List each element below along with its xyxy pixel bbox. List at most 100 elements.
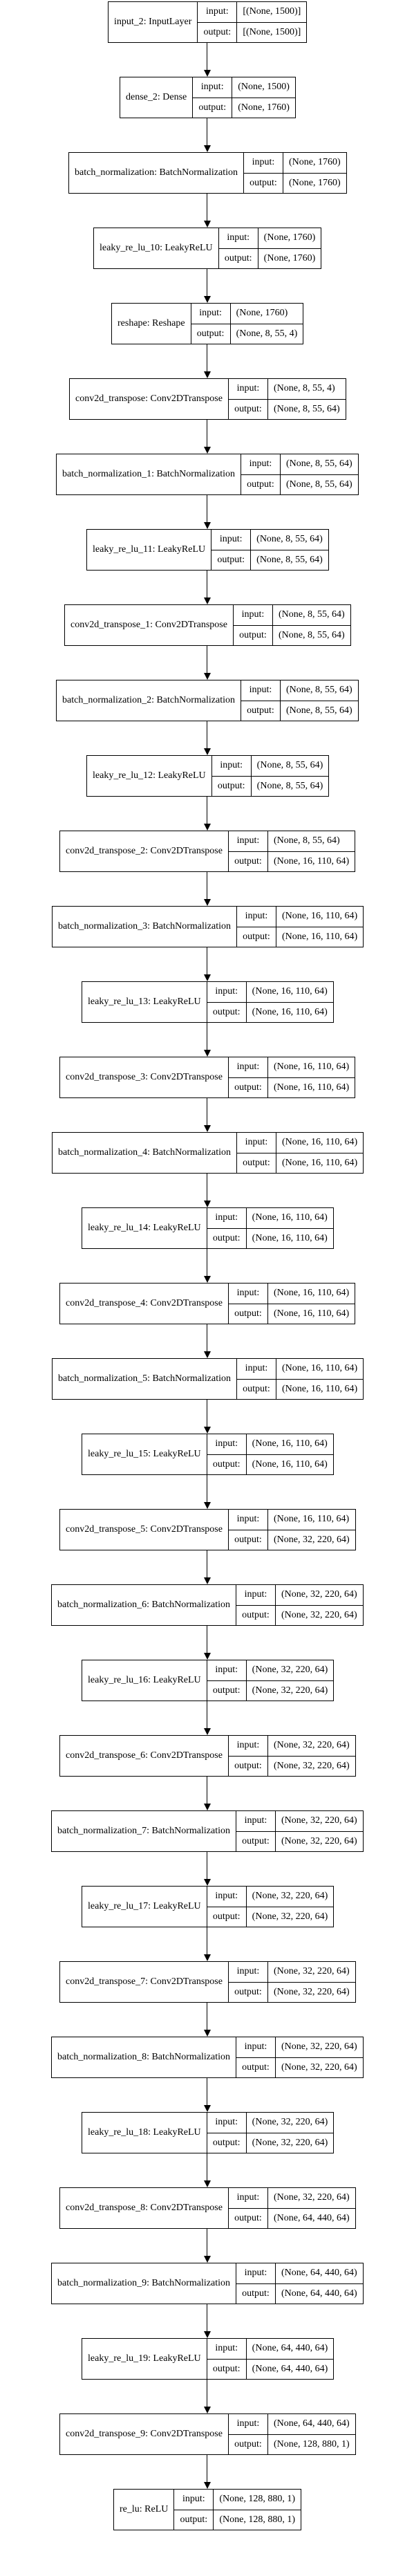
output-shape: (None, 32, 220, 64) <box>273 1534 350 1545</box>
input-row: input:(None, 8, 55, 64) <box>229 831 355 851</box>
arrowhead-icon <box>204 1201 211 1207</box>
input-label: input: <box>198 2 238 22</box>
output-shape: (None, 64, 440, 64) <box>281 2288 357 2299</box>
layer-io-table: input:(None, 64, 440, 64)output:(None, 6… <box>236 2263 363 2304</box>
input-row: input:(None, 8, 55, 64) <box>241 454 358 474</box>
arrowhead-icon <box>204 899 211 906</box>
arrowhead-icon <box>204 974 211 981</box>
layer-io-table: input:[(None, 1500)]output:[(None, 1500)… <box>198 2 307 42</box>
input-row: input:(None, 8, 55, 64) <box>211 530 328 550</box>
output-row: output:(None, 8, 55, 64) <box>241 700 358 721</box>
arrowhead-icon <box>204 221 211 228</box>
input-row: input:(None, 16, 110, 64) <box>207 982 333 1002</box>
input-shape: (None, 8, 55, 64) <box>256 534 323 545</box>
input-label: input: <box>241 680 281 701</box>
output-label: output: <box>207 1907 247 1927</box>
input-row: input:(None, 16, 110, 64) <box>207 1434 333 1454</box>
layer-io-table: input:(None, 8, 55, 64)output:(None, 16,… <box>228 831 355 871</box>
input-label: input: <box>191 304 231 324</box>
layer-name: batch_normalization_4: BatchNormalizatio… <box>53 1133 237 1173</box>
output-row: output:(None, 16, 110, 64) <box>207 1227 333 1248</box>
layer-io-table: input:(None, 1760)output:(None, 8, 55, 4… <box>191 304 303 344</box>
input-shape: (None, 32, 220, 64) <box>273 1740 350 1751</box>
input-label: input: <box>237 907 276 927</box>
layer-io-table: input:(None, 16, 110, 64)output:(None, 1… <box>236 907 364 947</box>
input-row: input:(None, 128, 880, 1) <box>174 2490 301 2510</box>
layer-io-table: input:(None, 32, 220, 64)output:(None, 3… <box>228 1736 355 1776</box>
layer-node: batch_normalization_3: BatchNormalizatio… <box>52 906 364 947</box>
output-shape: (None, 8, 55, 4) <box>236 328 298 339</box>
input-shape: (None, 16, 110, 64) <box>252 1212 328 1223</box>
output-label: output: <box>229 1982 268 2002</box>
arrowhead-icon <box>204 2256 211 2263</box>
output-shape: (None, 32, 220, 64) <box>281 2061 357 2073</box>
layer-io-table: input:(None, 32, 220, 64)output:(None, 3… <box>236 1585 363 1625</box>
output-label: output: <box>212 776 252 796</box>
output-shape: (None, 16, 110, 64) <box>252 1458 328 1470</box>
input-label: input: <box>241 454 281 474</box>
arrowhead-icon <box>204 1728 211 1735</box>
input-shape: (None, 16, 110, 64) <box>281 1363 358 1374</box>
output-shape: [(None, 1500)] <box>243 26 301 37</box>
arrowhead-icon <box>204 2180 211 2187</box>
layer-io-table: input:(None, 128, 880, 1)output:(None, 1… <box>174 2490 301 2530</box>
input-label: input: <box>207 1434 247 1454</box>
output-label: output: <box>229 2434 268 2454</box>
output-shape: (None, 8, 55, 64) <box>273 403 340 414</box>
input-row: input: (None, 16, 110, 64) <box>237 1359 363 1379</box>
input-label: input: <box>237 1359 276 1379</box>
layer-io-table: input:(None, 32, 220, 64)output:(None, 3… <box>207 1887 334 1927</box>
layer-node: batch_normalization_1: BatchNormalizatio… <box>56 454 359 495</box>
layer-name: re_lu: ReLU <box>114 2490 175 2530</box>
layer-node: batch_normalization_6: BatchNormalizatio… <box>51 1584 364 1626</box>
input-row: input:[(None, 1500)] <box>198 2 306 22</box>
layer-io-table: input:(None, 16, 110, 64)output:(None, 1… <box>228 1057 355 1097</box>
output-label: output: <box>174 2510 214 2530</box>
output-row: output:(None, 32, 220, 64) <box>236 1604 363 1625</box>
output-row: output:(None, 16, 110, 64) <box>236 1378 364 1399</box>
layer-io-table: input:(None, 16, 110, 64)output:(None, 1… <box>207 982 333 1022</box>
layer-io-table: input:(None, 32, 220, 64)output:(None, 3… <box>236 2037 363 2077</box>
layer-name: input_2: InputLayer <box>109 2 198 42</box>
layer-name: batch_normalization_3: BatchNormalizatio… <box>53 907 237 947</box>
output-row: output:(None, 16, 110, 64) <box>207 1454 333 1474</box>
layer-name: conv2d_transpose_3: Conv2DTranspose <box>60 1057 229 1097</box>
arrowhead-icon <box>204 1502 211 1509</box>
input-shape: (None, 8, 55, 64) <box>285 685 352 696</box>
input-row: input:(None, 32, 220, 64) <box>236 1585 363 1605</box>
output-label: output: <box>229 851 268 871</box>
input-row: input: (None, 32, 220, 64) <box>229 1962 355 1982</box>
layer-name: batch_normalization_8: BatchNormalizatio… <box>52 2037 236 2077</box>
layer-io-table: input:(None, 8, 55, 64)output:(None, 8, … <box>211 530 328 570</box>
output-shape: (None, 1760) <box>238 102 290 113</box>
output-shape: (None, 16, 110, 64) <box>281 1383 358 1394</box>
input-label: input: <box>229 1962 268 1982</box>
layer-name: dense_2: Dense <box>120 77 194 118</box>
input-shape: (None, 8, 55, 4) <box>273 383 335 394</box>
arrowhead-icon <box>204 2482 211 2489</box>
layer-node: batch_normalization_2: BatchNormalizatio… <box>56 680 359 721</box>
output-row: output:(None, 8, 55, 64) <box>211 549 328 570</box>
output-label: output: <box>229 1530 268 1550</box>
output-label: output: <box>229 1756 268 1776</box>
output-label: output: <box>207 2133 247 2153</box>
input-shape: (None, 1760) <box>236 308 288 319</box>
input-row: input:(None, 32, 220, 64) <box>236 2037 363 2057</box>
arrowhead-icon <box>204 447 211 454</box>
layer-io-table: input:(None, 32, 220, 64)output:(None, 3… <box>236 1811 363 1851</box>
layer-node: batch_normalization_5: BatchNormalizatio… <box>52 1358 364 1400</box>
output-label: output: <box>229 399 268 419</box>
input-row: input:(None, 16, 110, 64) <box>229 1510 355 1530</box>
layer-name: leaky_re_lu_15: LeakyReLU <box>82 1434 207 1474</box>
layer-io-table: input: (None, 32, 220, 64)output: (None, 3… <box>228 1962 355 2002</box>
layer-name: batch_normalization_6: BatchNormalizatio… <box>52 1585 236 1625</box>
input-shape: (None, 32, 220, 64) <box>273 1966 350 1977</box>
arrowhead-icon <box>204 2105 211 2112</box>
output-shape: (None, 16, 110, 64) <box>252 1006 328 1017</box>
